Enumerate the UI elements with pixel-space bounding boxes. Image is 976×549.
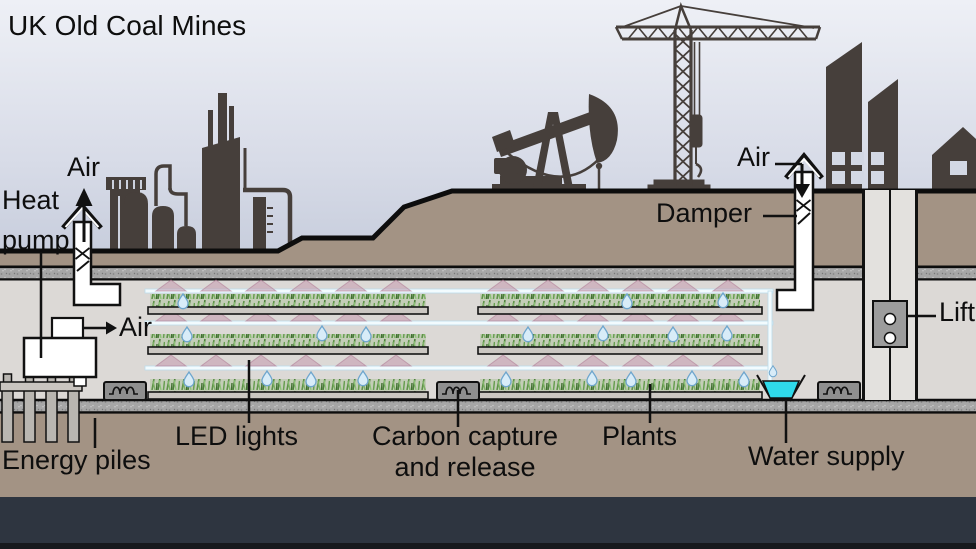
plants-grass — [480, 294, 760, 392]
label-energy-piles: Energy piles — [2, 445, 151, 475]
mine-ceiling — [0, 265, 976, 281]
factory-silhouette — [106, 93, 293, 257]
damper-blade — [76, 260, 90, 272]
up-arrow-icon — [75, 188, 93, 242]
heat-pump-unit — [22, 316, 98, 387]
plant-trays — [147, 306, 429, 400]
irrigation-light-lines — [144, 288, 774, 382]
label-led-lights: LED lights — [175, 421, 299, 451]
label-air-recirculation: Air — [119, 312, 152, 342]
city-windows — [832, 152, 884, 184]
down-arrow-icon — [794, 164, 810, 198]
label-air-right: Air — [737, 142, 770, 172]
page-title: UK Old Coal Mines — [8, 10, 247, 41]
bottom-black-strip — [0, 543, 976, 549]
label-plants: Plants — [602, 421, 678, 451]
ground-surface-outline — [0, 188, 976, 254]
plants-grass — [150, 294, 426, 392]
label-air-left: Air — [67, 152, 100, 182]
lift-shaft — [862, 190, 918, 400]
air-duct-left — [61, 188, 122, 307]
damper-blade — [797, 212, 811, 225]
bottom-dark-band — [0, 497, 976, 543]
label-damper: Damper — [656, 198, 753, 228]
heater-unit-right — [817, 381, 861, 401]
air-duct-right — [775, 152, 824, 312]
damper-valve-icon — [795, 199, 812, 212]
label-water-supply: Water supply — [748, 441, 905, 471]
water-basin — [756, 365, 806, 400]
plant-rack-right — [477, 294, 763, 400]
oil-pump-silhouette — [492, 94, 618, 193]
plant-rack-left — [147, 294, 429, 400]
mine-floor — [0, 398, 976, 414]
label-lift: Lift — [939, 297, 976, 327]
connector-lines — [39, 162, 936, 448]
damper-valve-icon — [74, 247, 91, 260]
air-recirculation-arrow — [84, 321, 117, 335]
duct-cap-chevron — [784, 152, 824, 180]
heater-unit-left — [103, 381, 147, 401]
city-silhouette — [826, 42, 976, 194]
